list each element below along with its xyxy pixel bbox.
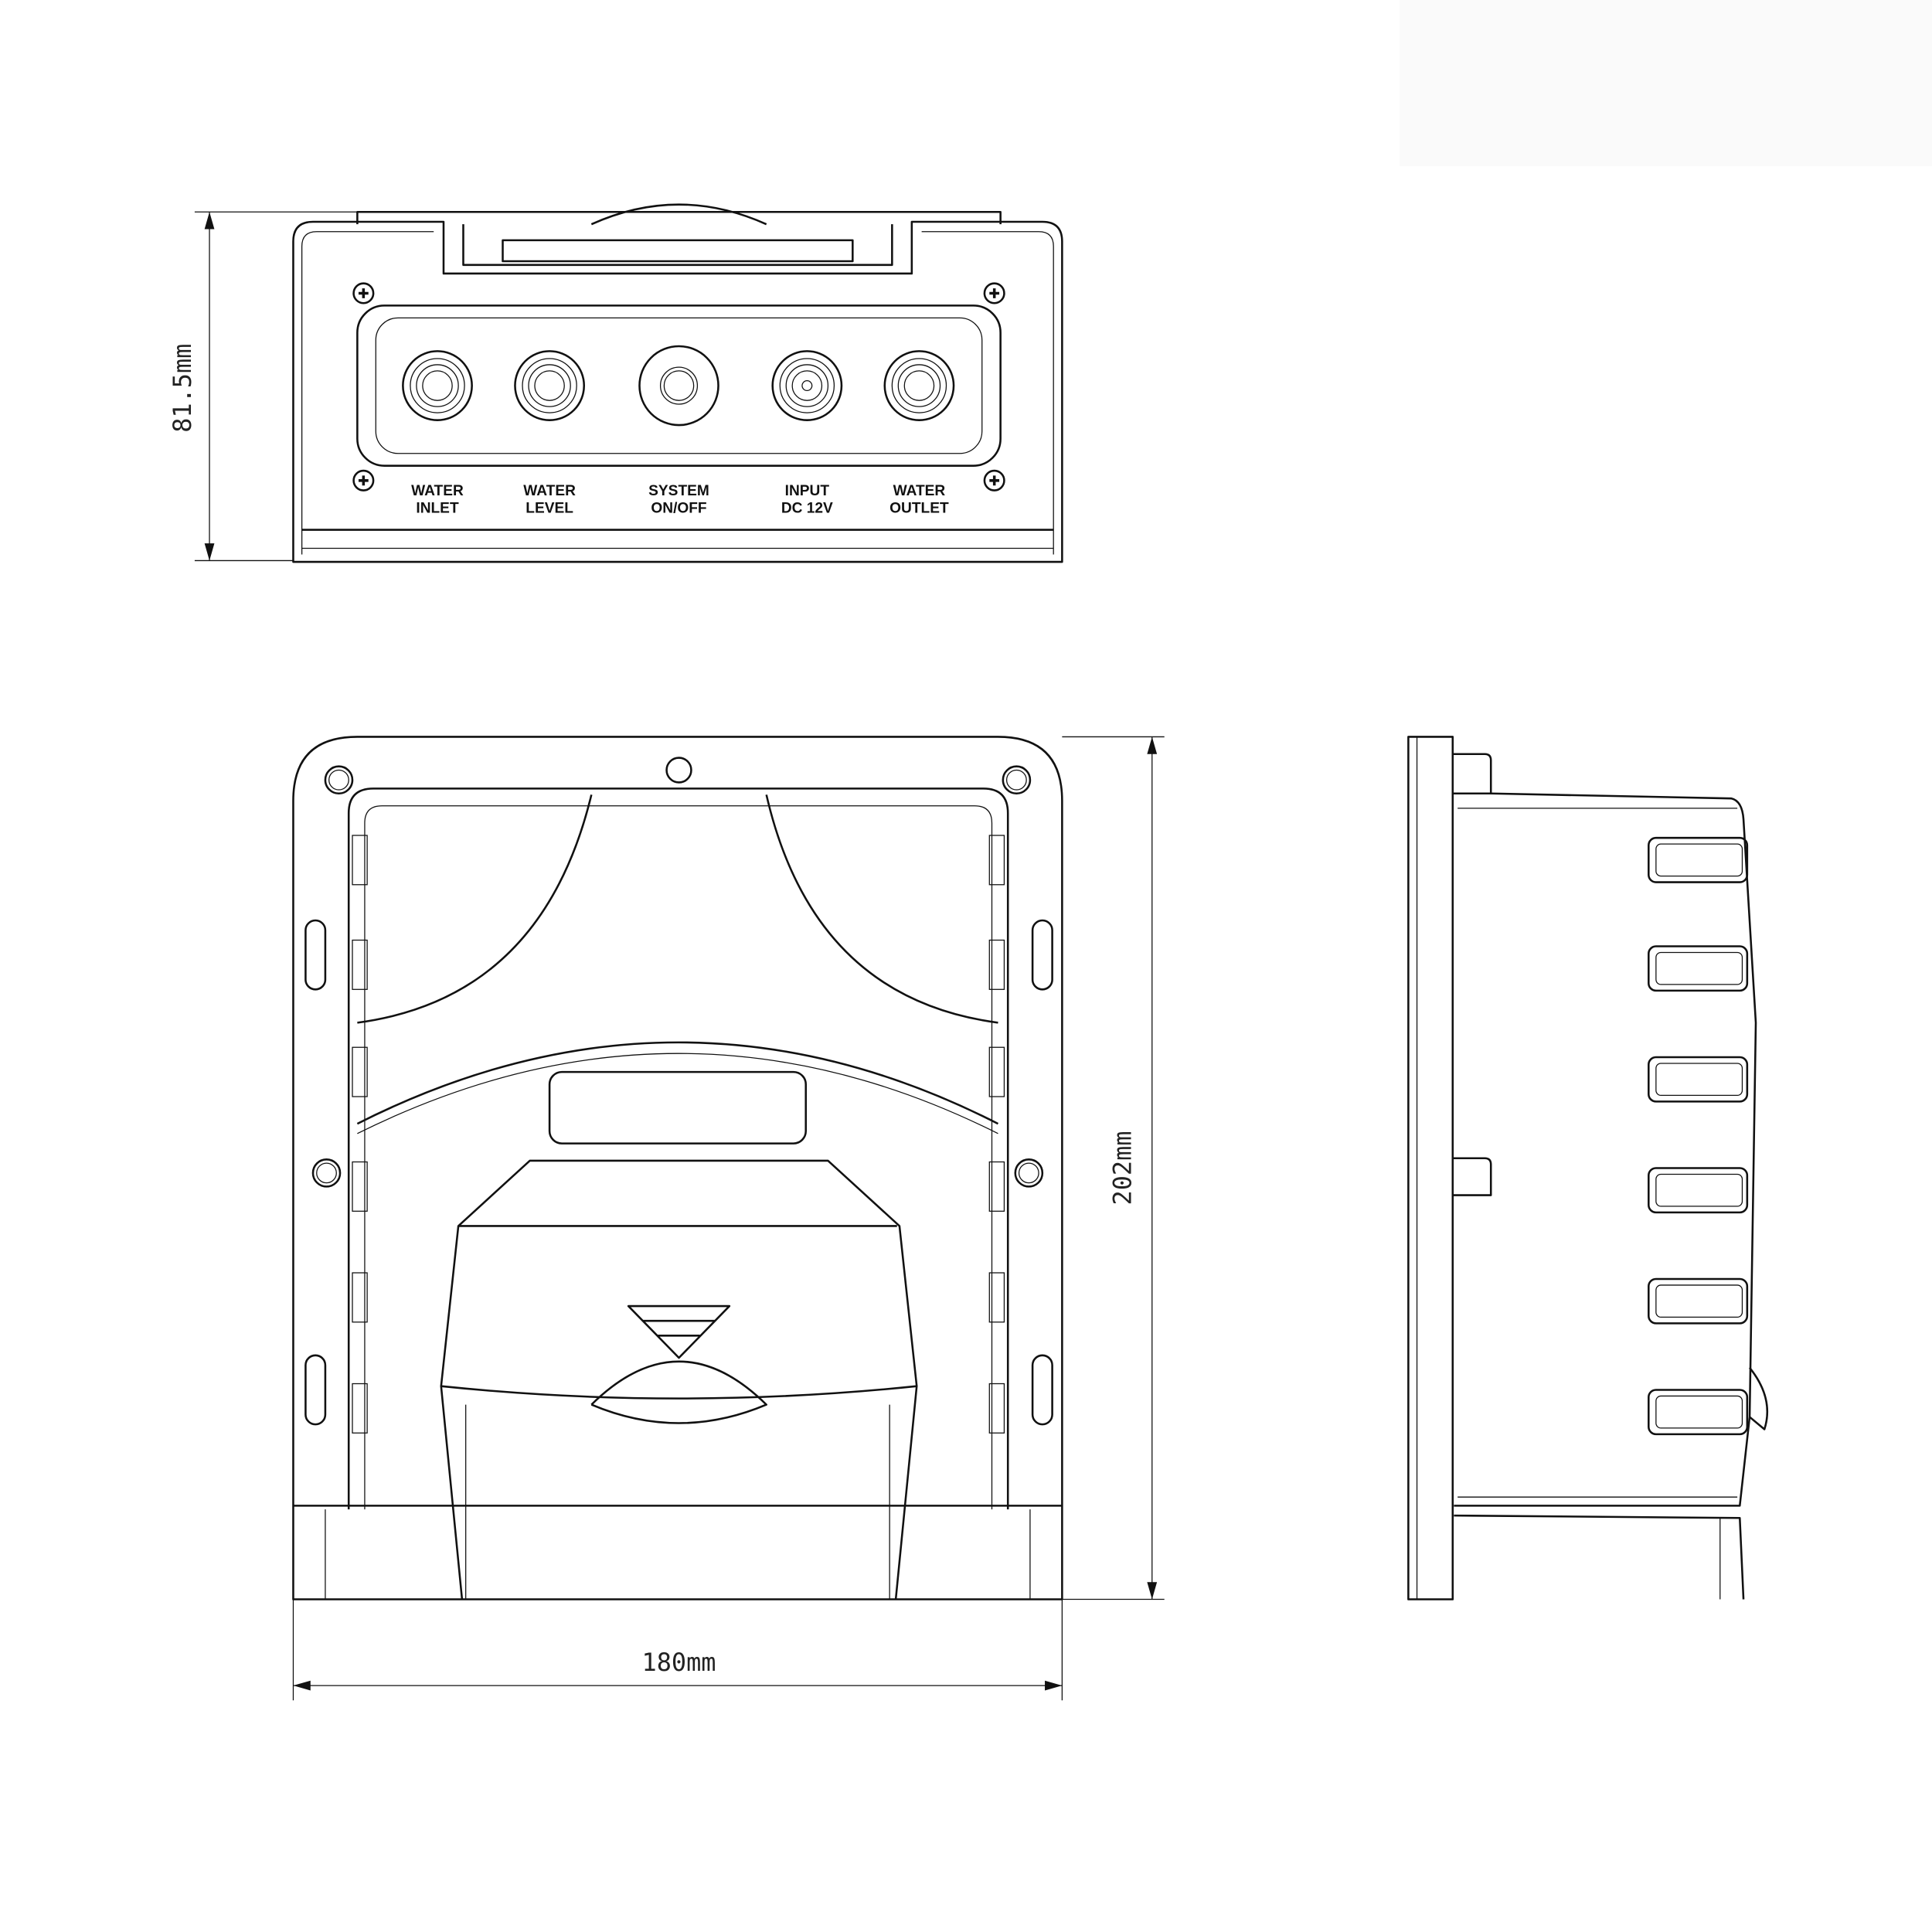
port-label-line1: WATER — [893, 483, 946, 499]
side-rib — [988, 939, 1005, 990]
mounting-hole — [311, 1158, 342, 1188]
port-panel — [356, 304, 1002, 467]
mounting-slot — [1031, 919, 1053, 991]
port-label-line1: WATER — [411, 483, 464, 499]
height-label: 202mm — [1108, 1131, 1138, 1206]
port-connector — [638, 345, 719, 427]
port-connector — [514, 350, 586, 421]
depth-dimension: 81.5mm — [168, 211, 358, 562]
port-label-line2: INLET — [416, 500, 459, 516]
port-label-line2: DC 12V — [781, 500, 833, 516]
width-dimension: 180mm — [292, 1599, 1063, 1701]
side-rib — [988, 1161, 1005, 1212]
port-connector — [402, 350, 473, 421]
side-view — [1407, 736, 1769, 1600]
screw-icon — [983, 469, 1005, 492]
port-label-line2: OUTLET — [889, 500, 949, 516]
port-label-line1: INPUT — [785, 483, 830, 499]
side-rib — [988, 1383, 1005, 1434]
mounting-hole — [324, 765, 354, 795]
cooling-fin — [1648, 836, 1749, 883]
port-label-line2: ON/OFF — [651, 500, 706, 516]
depth-label: 81.5mm — [168, 344, 197, 433]
cooling-fin — [1648, 945, 1749, 992]
mounting-slot — [304, 1354, 327, 1426]
mounting-hole — [1002, 765, 1032, 795]
top-view: WATERINLETWATERLEVELSYSTEMON/OFFINPUTDC … — [292, 203, 1063, 563]
screw-icon — [352, 282, 375, 304]
height-dimension: 202mm — [1062, 736, 1165, 1600]
side-rib — [988, 1272, 1005, 1323]
side-rib — [988, 1046, 1005, 1097]
side-rib — [352, 1383, 368, 1434]
port-label-line1: WATER — [523, 483, 576, 499]
mounting-slot — [304, 919, 327, 991]
cooling-fin — [1648, 1167, 1749, 1214]
corner-patch — [1400, 0, 1932, 167]
cooling-fin — [1648, 1389, 1749, 1436]
side-rib — [352, 1272, 368, 1323]
screw-icon — [983, 282, 1005, 304]
cooling-fin — [1648, 1277, 1749, 1325]
width-label: 180mm — [642, 1648, 716, 1677]
side-rib — [352, 835, 368, 886]
port-connector — [771, 350, 843, 421]
mounting-hole — [1014, 1158, 1044, 1188]
side-rib — [352, 939, 368, 990]
side-rib — [988, 835, 1005, 886]
side-rib — [352, 1046, 368, 1097]
front-view — [292, 736, 1063, 1600]
port-label-line2: LEVEL — [526, 500, 573, 516]
port-connector — [883, 350, 955, 421]
side-rib — [352, 1161, 368, 1212]
cooling-fin — [1648, 1056, 1749, 1103]
port-label-line1: SYSTEM — [648, 483, 709, 499]
screw-icon — [352, 469, 375, 492]
mounting-slot — [1031, 1354, 1053, 1426]
